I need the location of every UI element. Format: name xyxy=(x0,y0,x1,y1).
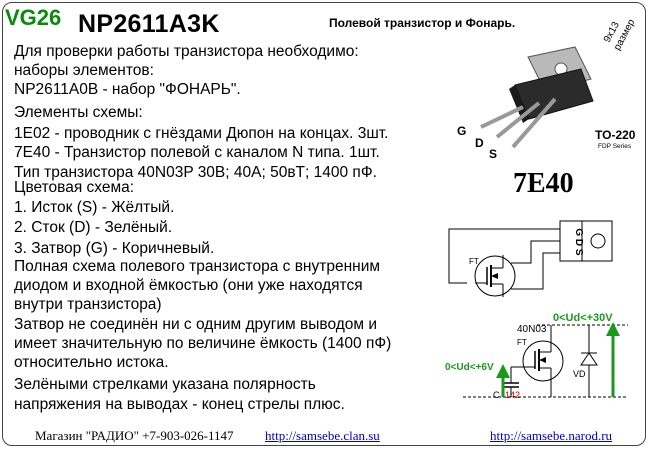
text-line: наборы элементов: xyxy=(14,62,154,79)
pin-d-label: D xyxy=(475,136,484,150)
drain-voltage-label: 0<Ud<+30V xyxy=(553,312,613,324)
text-line: Цветовая схема: xyxy=(14,179,135,196)
pin-g-label: G xyxy=(457,124,466,138)
text-line: Тип транзистора 40N03P 30В; 40А; 50вТ; 1… xyxy=(14,164,377,181)
text-line: Элементы схемы: xyxy=(14,104,143,121)
text-line: Полная схема полевого транзистора с внут… xyxy=(14,258,381,275)
package-pin-labels: G D S xyxy=(573,228,584,256)
site-link-clan[interactable]: http://samsebe.clan.su xyxy=(265,428,380,443)
text-line: внутри транзистора) xyxy=(14,296,162,313)
text-line: напряжения на выводах - конец стрелы плю… xyxy=(14,396,345,413)
site-link-narod[interactable]: http://samsebe.narod.ru xyxy=(490,428,613,443)
text-line: NP2611A0B - набор "ФОНАРЬ". xyxy=(14,81,241,98)
fet-bottom-label: FT xyxy=(517,338,527,347)
text-line: Зелёными стрелками указана полярность xyxy=(14,376,316,393)
fet-top-label: FT xyxy=(469,257,479,266)
size-note: 9х13 размер xyxy=(602,17,638,52)
product-code: VG26 xyxy=(5,5,62,30)
text-line: имеет значительную по величине ёмкость (… xyxy=(14,335,392,352)
capacitor-label: C xyxy=(493,390,500,400)
text-line: Для проверки работы транзистора необходи… xyxy=(14,43,359,60)
text-line: диодом и входной ёмкостью (они уже наход… xyxy=(14,277,363,294)
info-card: VG26 NP2611A3K Полевой транзистор и Фона… xyxy=(2,2,646,446)
text-line: 7E40 - Транзистор полевой с каналом N ти… xyxy=(14,144,380,161)
text-line: 1E02 - проводник с гнёздами Дюпон на кон… xyxy=(14,125,389,142)
page-subtitle: Полевой транзистор и Фонарь. xyxy=(329,16,516,30)
diode-label: VD xyxy=(573,369,586,379)
capacitor-value: 142 xyxy=(505,390,520,400)
text-line: Затвор не соединён ни с одним другим выв… xyxy=(14,316,378,333)
shop-contact: Магазин "РАДИО" +7-903-026-1147 xyxy=(35,428,234,443)
text-line: 1. Исток (S) - Жёлтый. xyxy=(14,199,175,216)
text-line: относительно истока. xyxy=(14,354,169,371)
gate-voltage-label: 0<Ud<+6V xyxy=(445,362,494,373)
part-number: 7E40 xyxy=(513,168,574,199)
package-label: TO-220 xyxy=(595,128,636,142)
text-line: 3. Затвор (G) - Коричневый. xyxy=(14,240,215,257)
text-line: 2. Сток (D) - Зелёный. xyxy=(14,219,173,236)
pin-s-label: S xyxy=(489,147,497,161)
product-model: NP2611A3K xyxy=(78,10,220,38)
to220-package-image: G D S xyxy=(457,46,594,161)
package-series: FDP Series xyxy=(598,143,632,150)
schematic-diagram: G D S FT FT 40N03 xyxy=(445,220,628,400)
device-label: 40N03 xyxy=(517,324,547,335)
